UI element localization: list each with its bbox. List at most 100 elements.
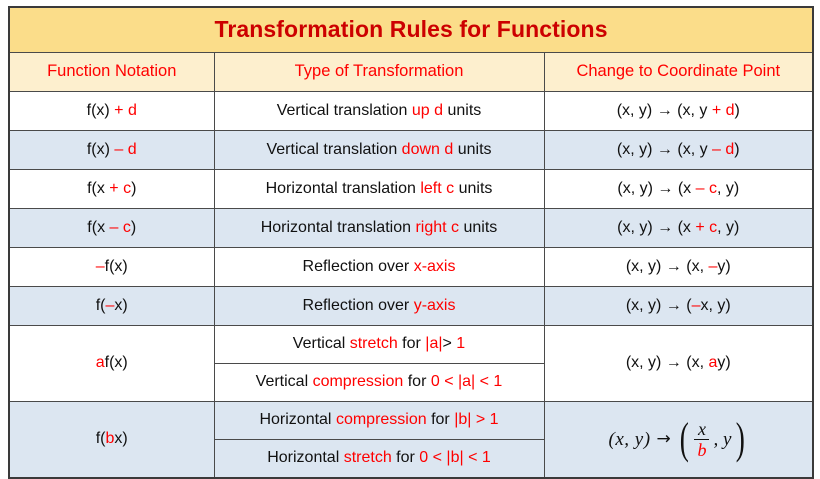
text-run: for [397,335,426,353]
function-notation-text: f(x – c) [87,219,136,236]
text-run: > [442,335,452,353]
text-run-accent: |b| > 1 [454,411,499,429]
text-run-accent: + c [109,179,132,197]
function-notation-text: f(x) + d [87,102,137,119]
text-run-accent: – c [109,218,131,236]
text-run-accent: – d [114,140,137,158]
text-run: Vertical translation [276,101,412,119]
text-run: Reflection over [302,257,414,275]
text-run: f(x) [104,354,128,372]
text-run: for [426,411,455,429]
type-of-transformation-text: Horizontal stretch for 0 < |b| < 1 [267,449,491,466]
text-run: ) [734,140,740,158]
type-of-transformation-text: Horizontal compression for |b| > 1 [259,411,498,428]
text-run-accent: – c [695,179,717,197]
text-run-accent: a [708,354,718,372]
transformation-rules-table: Transformation Rules for Functions Funct… [8,6,815,479]
text-run: y) [717,257,731,275]
text-run: f(x) [86,101,115,119]
column-header-label: Function Notation [47,62,177,80]
text-run: Reflection over [302,296,414,314]
column-header-label: Type of Transformation [294,62,464,80]
cell-type-of-transformation: Horizontal compression for |b| > 1 [213,401,545,440]
cell-type-of-transformation: Horizontal stretch for 0 < |b| < 1 [213,439,545,479]
change-to-coordinate-point-text: (x, y) → (–x, y) [626,297,731,314]
fraction-denominator: b [697,440,707,461]
cell-change-to-coordinate-point: (x, y) → (x, ay) [543,325,814,402]
page-title: Transformation Rules for Functions [214,16,608,42]
cell-function-notation: f(–x) [8,286,215,326]
type-of-transformation-text: Vertical translation down d units [266,141,491,158]
table-title-cell: Transformation Rules for Functions [8,6,814,53]
text-run: f(x) [104,257,128,275]
column-header-label: Change to Coordinate Point [576,62,781,80]
text-run: ) [130,218,137,236]
cell-type-of-transformation: Reflection over x-axis [213,247,545,287]
text-run-accent: – [691,296,701,314]
type-of-transformation-text: Vertical stretch for |a|> 1 [293,335,465,352]
text-run-accent: b [105,430,115,448]
text-run: Vertical [292,335,350,353]
text-run: units [454,179,493,197]
text-run-accent: 0 < |b| < 1 [419,449,491,467]
type-of-transformation-text: Vertical compression for 0 < |a| < 1 [256,373,503,390]
table-row: f(–x) Reflection over y-axis (x, y) → (–x,… [8,286,814,326]
cell-type-of-transformation: Vertical translation up d units [213,91,545,131]
function-notation-text: f(–x) [96,297,128,314]
formula-tail: , y [713,429,732,450]
text-run: Vertical translation [266,140,402,158]
column-header-change-to-coordinate-point: Change to Coordinate Point [543,52,814,92]
cell-type-of-transformation: Vertical stretch for |a|> 1 [213,325,545,364]
text-run-accent: stretch [349,335,398,353]
cell-change-to-coordinate-point: (x, y) → (x – c, y) [543,169,814,209]
cell-function-notation: f(x) + d [8,91,215,131]
table-row: f(x + c)Horizontal translation left c un… [8,169,814,209]
text-run: (x, y) → (x, [625,354,709,372]
text-run-accent: – [105,296,115,314]
text-run: (x, y) → ( [625,296,692,314]
text-run-accent: y-axis [413,296,456,314]
text-run-accent: + c [695,218,718,236]
function-notation-text: f(bx) [96,430,128,447]
type-of-transformation-text: Vertical translation up d units [277,102,482,119]
text-run: Horizontal [267,449,344,467]
type-of-transformation-text: Horizontal translation right c units [261,219,498,236]
text-run: units [443,101,482,119]
text-run-accent: + d [114,101,137,119]
arrow-icon: → [656,429,671,449]
text-run: y) [717,354,731,372]
change-to-coordinate-point-text: (x, y) → (x + c, y) [617,219,739,236]
text-run: x) [114,296,128,314]
fraction-bar [694,438,710,441]
cell-function-notation: –f(x) [8,247,215,287]
text-run: (x, y) → (x, [625,257,709,275]
title-row: Transformation Rules for Functions [8,6,814,53]
function-notation-text: f(x + c) [87,180,136,197]
text-run-accent: 1 [451,335,466,353]
text-run: units [453,140,492,158]
text-run: Horizontal translation [265,179,421,197]
text-run-accent: compression [335,411,427,429]
text-run: (x, y) → (x [617,218,696,236]
change-to-coordinate-point-text: (x, y) → (x – c, y) [617,180,739,197]
cell-function-notation: f(x – c) [8,208,215,248]
table-row: af(x)Vertical stretch for |a|> 1(x, y) →… [8,325,814,402]
text-run: units [459,218,498,236]
change-to-coordinate-point-text: (x, y) → (x, y + d) [617,102,740,119]
cell-function-notation: af(x) [8,325,215,402]
text-run-accent: down d [401,140,454,158]
text-run: f(x) [86,140,115,158]
header-row: Function Notation Type of Transformation… [8,52,814,92]
function-notation-text: af(x) [96,354,128,371]
text-run-accent: – [708,257,718,275]
open-paren: ( [679,414,689,464]
text-run-accent: + d [711,101,735,119]
text-run-accent: 0 < |a| < 1 [430,373,503,391]
text-run-accent: – [95,257,105,275]
cell-type-of-transformation: Horizontal translation right c units [213,208,545,248]
text-run: Vertical [255,373,313,391]
type-of-transformation-text: Reflection over x-axis [303,258,456,275]
text-run: (x, y) → (x [617,179,696,197]
